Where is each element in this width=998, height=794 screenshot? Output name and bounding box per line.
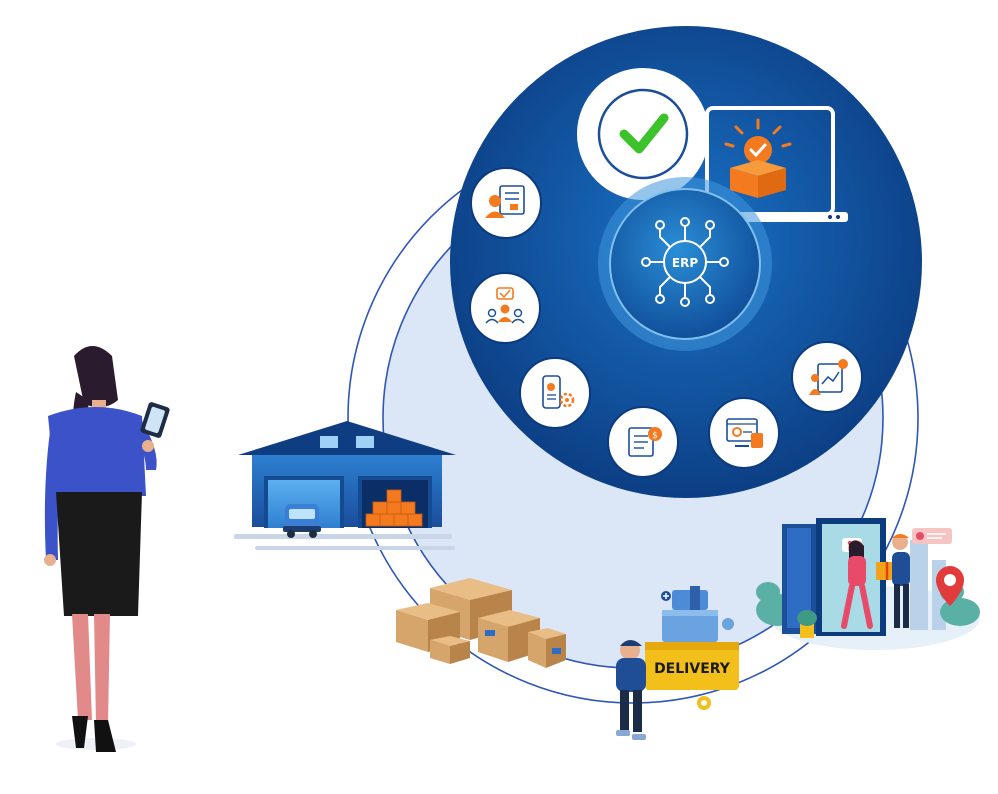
delivery-van-icon bbox=[283, 504, 321, 538]
invoice-finance-icon: $ bbox=[628, 427, 662, 457]
module-hr[interactable] bbox=[470, 167, 542, 239]
delivery-scene: DELIVERY bbox=[616, 586, 739, 740]
module-reporting[interactable] bbox=[791, 341, 863, 413]
module-invoice[interactable]: $ bbox=[607, 406, 679, 478]
erp-hub: ERP bbox=[598, 177, 772, 351]
potted-plant-icon bbox=[797, 610, 817, 638]
hr-profile-icon bbox=[485, 185, 525, 218]
circuit-network-icon bbox=[641, 217, 729, 307]
box-approved-icon bbox=[724, 118, 792, 198]
map-pin-icon bbox=[936, 566, 964, 606]
module-web[interactable] bbox=[708, 397, 780, 469]
svg-text:$: $ bbox=[652, 431, 658, 441]
customer-person bbox=[841, 540, 873, 629]
web-analytics-icon bbox=[726, 418, 763, 448]
module-team[interactable] bbox=[469, 272, 541, 344]
team-management-icon bbox=[485, 287, 525, 324]
mobile-settings-icon bbox=[542, 375, 575, 409]
courier-person bbox=[616, 640, 646, 740]
warehouse-icon bbox=[234, 421, 456, 550]
module-mobile[interactable] bbox=[519, 357, 591, 429]
erp-label: ERP bbox=[672, 256, 698, 270]
courier-delivering-person bbox=[892, 534, 910, 628]
delivery-label: DELIVERY bbox=[654, 661, 731, 677]
reporting-presentation-icon bbox=[809, 359, 848, 395]
cardboard-boxes-icon bbox=[396, 578, 566, 668]
doorstep-delivery-scene bbox=[756, 518, 980, 650]
businesswoman-figure bbox=[44, 346, 170, 752]
approval-check-icon bbox=[577, 68, 709, 200]
